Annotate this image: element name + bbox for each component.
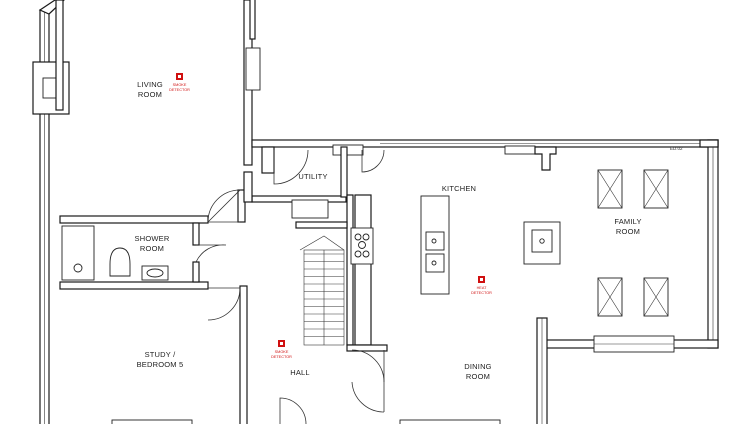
family-room-label-line1: FAMILY xyxy=(614,217,641,226)
living-smoke-detector: SMOKE DETECTOR xyxy=(169,73,190,92)
living-room-label-line2: ROOM xyxy=(138,90,162,99)
living-door-swing xyxy=(207,189,241,223)
staircase xyxy=(299,235,345,346)
hall-detector-label-line2: DETECTOR xyxy=(271,355,292,359)
shower-room-label-line1: SHOWER xyxy=(135,234,170,243)
room-labels: LIVING ROOM SHOWER ROOM UTILITY KITCHEN … xyxy=(135,80,683,381)
stair-east-wall xyxy=(346,194,354,346)
shower-south-wall xyxy=(59,281,209,290)
dining-door-swing-lower xyxy=(351,381,385,413)
hall-lower-door-swing xyxy=(279,397,307,424)
skylights xyxy=(597,169,669,317)
kitchen-detector-label-line1: HEAT xyxy=(477,286,488,290)
kitchen-heat-detector: HEAT DETECTOR xyxy=(471,276,492,295)
utility-door-swing xyxy=(273,149,309,185)
shower-room-label-line2: ROOM xyxy=(140,244,164,253)
study-label-line2: BEDROOM 5 xyxy=(137,360,184,369)
hall-label: HALL xyxy=(290,368,310,377)
dining-room-label-line2: ROOM xyxy=(466,372,490,381)
kitchen-detector-label-line2: DETECTOR xyxy=(471,291,492,295)
shower-drain xyxy=(73,263,83,273)
utility-label: UTILITY xyxy=(298,172,327,181)
fixtures xyxy=(61,169,669,424)
living-detector-label-line2: DETECTOR xyxy=(169,88,190,92)
living-north-window-post xyxy=(55,0,64,111)
utility-east-wall xyxy=(340,146,348,198)
utility-exterior-door-swing xyxy=(361,149,385,173)
hall-detector-label-line1: SMOKE xyxy=(275,350,289,354)
utility-worktop xyxy=(291,199,329,219)
walls xyxy=(32,0,719,424)
study-label-line1: STUDY / xyxy=(145,350,177,359)
study-door-swing xyxy=(207,287,241,321)
shower-door-swing xyxy=(195,244,227,263)
detectors: SMOKE DETECTOR SMOKE DETECTOR HEAT DETEC… xyxy=(169,73,492,359)
doors xyxy=(195,149,385,424)
hall-smoke-detector: SMOKE DETECTOR xyxy=(271,340,292,359)
elevation-tag: ED.02 xyxy=(670,146,683,151)
dining-door-swing-upper xyxy=(351,349,385,383)
study-window xyxy=(111,419,193,424)
living-detector-label-line1: SMOKE xyxy=(173,83,187,87)
family-room-label-line2: ROOM xyxy=(616,227,640,236)
hall-west-wall-lower xyxy=(239,285,248,424)
hall-west-wall-upper xyxy=(237,189,246,223)
living-south-wall xyxy=(59,215,209,224)
kitchen-label: KITCHEN xyxy=(442,184,476,193)
dining-room-label-line1: DINING xyxy=(464,362,491,371)
living-room-label-line1: LIVING xyxy=(137,80,163,89)
shower-toilet xyxy=(109,247,131,277)
dining-window xyxy=(399,419,501,424)
